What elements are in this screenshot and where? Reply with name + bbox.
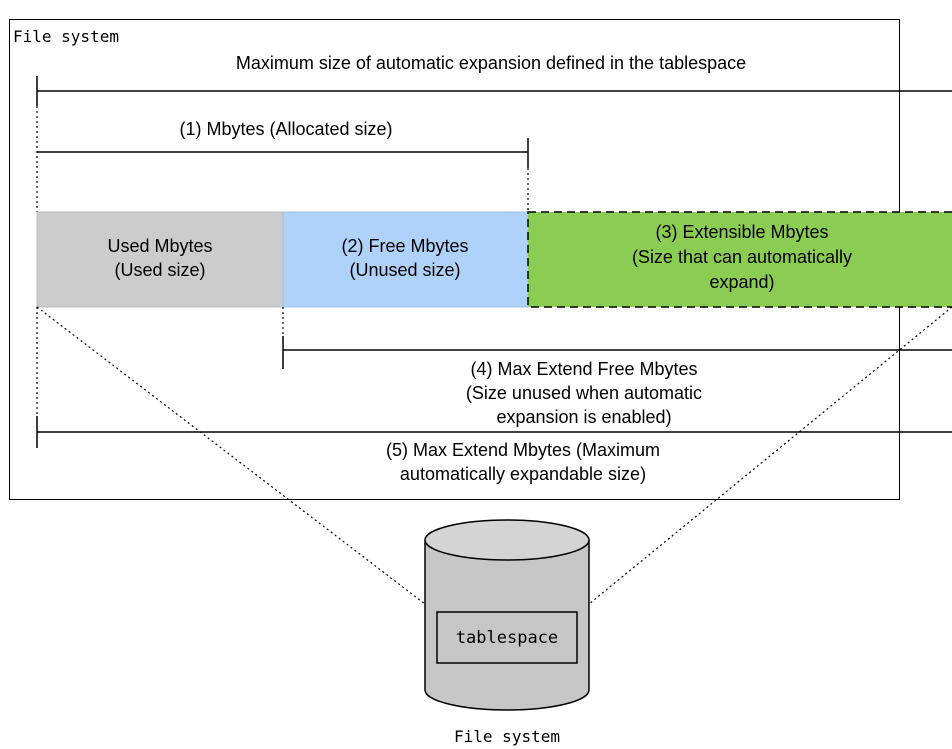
max-extend-free-desc-line2: expansion is enabled) bbox=[496, 407, 671, 427]
file-system-frame-label: File system bbox=[13, 27, 119, 46]
extensible-mbytes-segment bbox=[527, 211, 952, 308]
file-system-cylinder: tablespace bbox=[424, 519, 590, 711]
file-system-caption: File system bbox=[454, 727, 560, 746]
max-extend-free-label: (4) Max Extend Free Mbytes bbox=[470, 359, 697, 379]
extensible-desc-line2: expand) bbox=[709, 272, 774, 292]
used-mbytes-segment bbox=[36, 211, 284, 308]
free-mbytes-label: (2) Free Mbytes bbox=[341, 236, 468, 256]
max-extend-desc: automatically expandable size) bbox=[400, 464, 646, 484]
used-mbytes-label: Used Mbytes bbox=[107, 236, 212, 256]
max-extend-label: (5) Max Extend Mbytes (Maximum bbox=[386, 440, 660, 460]
cylinder-top bbox=[424, 519, 590, 561]
max-extend-free-desc-line1: (Size unused when automatic bbox=[466, 383, 702, 403]
tablespace-label: tablespace bbox=[456, 628, 558, 648]
used-size-label: (Used size) bbox=[114, 260, 205, 280]
extensible-desc-line1: (Size that can automatically bbox=[632, 247, 852, 267]
unused-size-label: (Unused size) bbox=[349, 260, 460, 280]
tablespace-box bbox=[436, 611, 578, 664]
max-auto-expansion-heading: Maximum size of automatic expansion defi… bbox=[236, 53, 746, 73]
projection-right-dotted bbox=[588, 306, 952, 605]
allocated-size-label: (1) Mbytes (Allocated size) bbox=[179, 119, 392, 139]
extensible-mbytes-label: (3) Extensible Mbytes bbox=[655, 222, 828, 242]
projection-left-dotted bbox=[36, 306, 426, 605]
